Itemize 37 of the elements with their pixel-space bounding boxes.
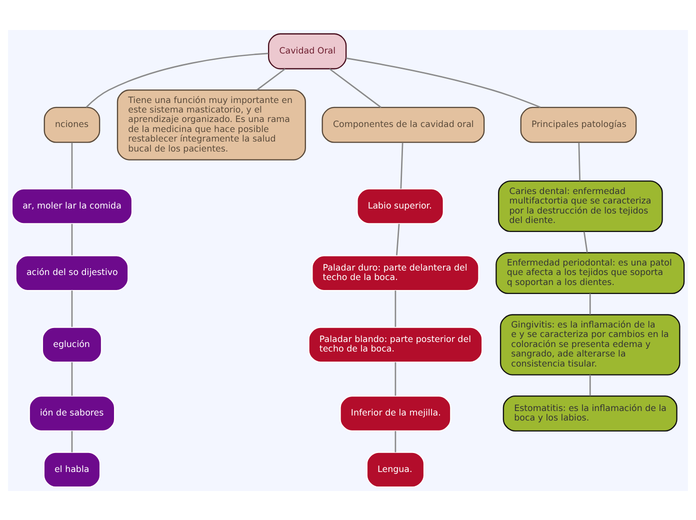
node-box: ión de sabores	[28, 395, 116, 432]
node-box: Gingivitis: es la inflamación de la e y se caracteriza por cambios en la coloración se presenta edema y sangrado, ade alterarse la consistencia tisular.	[500, 314, 680, 375]
node-box: Principales patologías	[520, 106, 637, 142]
connector	[394, 290, 396, 326]
connector	[589, 374, 591, 396]
connector	[583, 231, 588, 252]
connector	[396, 223, 400, 255]
node-box: Paladar duro: parte delantera del techo de la boca.	[312, 254, 480, 291]
node-box: ar, moler lar la comida	[11, 188, 133, 224]
connector	[400, 142, 404, 188]
node-box: Tiene una función muy importante en este sistema masticatorio, y el aprendizaje organizado. Es una rama de la medicina que hace posible restablecer íntegramente la salud bucal de los pacientes.	[116, 88, 306, 160]
node-box: el habla	[43, 451, 101, 488]
connector	[394, 430, 396, 452]
node-box: eglución	[42, 326, 102, 362]
node-box: ación del so dijestivo	[15, 254, 129, 291]
connector	[256, 68, 286, 90]
connector	[71, 430, 73, 452]
connector	[71, 142, 73, 188]
connector	[578, 142, 581, 180]
connector	[329, 68, 382, 108]
node-box: Componentes de la cavidad oral	[322, 106, 485, 142]
connector	[86, 52, 268, 108]
node-box: Enfermedad periodontal: es una patol que afecta a los tejidos que soporta q soportan a los dientes.	[496, 252, 685, 294]
node-box: Caries dental: enfermedad multifactortia que se caracteriza por la destrucción de los tejidos del diente.	[498, 180, 663, 232]
connector	[394, 362, 396, 396]
node-box: Labio superior.	[356, 188, 444, 224]
node-box: Estomatitis: es la inflamación de la boca y los labios.	[502, 395, 678, 432]
node-box: Inferior de la mejilla.	[340, 395, 452, 432]
connector	[589, 292, 591, 314]
node-box: nciones	[44, 106, 100, 142]
connector	[346, 57, 541, 108]
connector	[71, 223, 73, 255]
node-box: Paladar blando: parte posterior del techo de la boca.	[308, 326, 483, 362]
node-box: Lengua.	[366, 451, 425, 488]
connector	[71, 290, 73, 326]
node-box: Cavidad Oral	[268, 32, 347, 69]
connector	[71, 362, 73, 396]
